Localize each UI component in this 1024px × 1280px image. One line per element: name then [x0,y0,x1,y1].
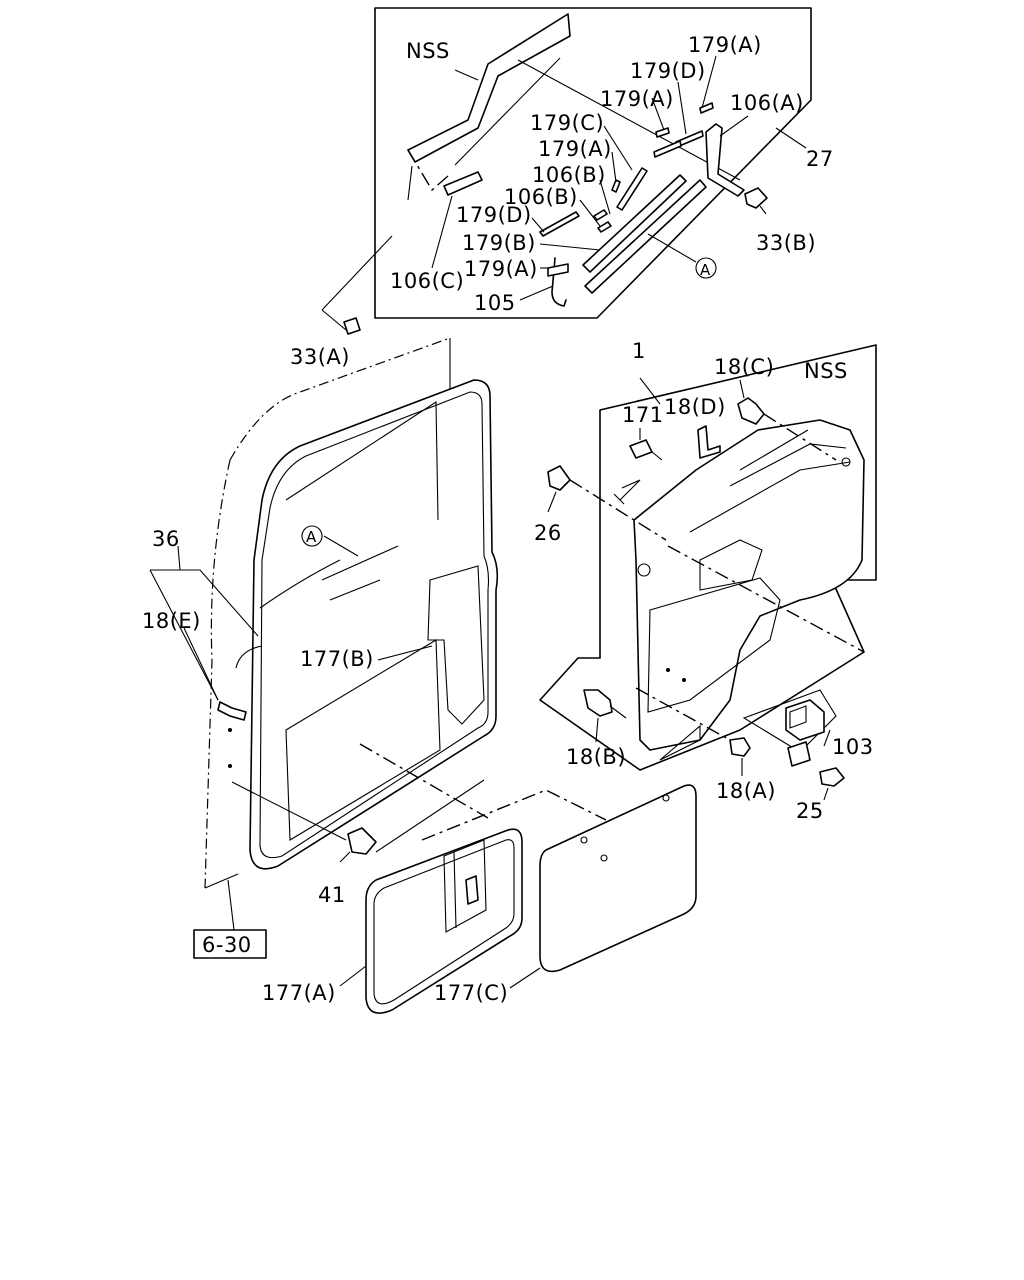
label-179d-2: 179(D) [456,203,532,227]
label-26: 26 [534,521,562,545]
screw-18b [583,689,613,717]
part-106c [443,171,483,196]
label-circle-a-left: A [306,528,317,546]
screw-18c [737,397,765,425]
callout-labels: NSS 179(A) 179(D) 179(A) 106(A) 179(C) 2… [142,33,874,1005]
label-25: 25 [796,799,824,823]
label-106b-1: 106(B) [532,163,606,187]
part-105 [551,257,567,307]
label-106c: 106(C) [390,269,464,293]
label-179b: 179(B) [462,231,536,255]
label-nss-top: NSS [406,39,450,63]
panel-177c [539,784,697,973]
label-177a: 177(A) [262,981,336,1005]
label-179a-3: 179(A) [538,137,612,161]
clip-33b [744,187,768,209]
label-41: 41 [318,883,346,907]
label-179a-1: 179(A) [688,33,762,57]
label-179a-2: 179(A) [600,87,674,111]
inset-box-27 [374,7,812,319]
part-171 [629,439,653,459]
door-trim-panel [633,419,865,751]
label-179a-4: 179(A) [464,257,538,281]
screw-18a [729,737,751,757]
door-seal-177b [249,379,499,870]
rail-a [584,179,707,294]
lower-panels [339,743,697,1014]
label-106a: 106(A) [730,91,804,115]
part-106a [705,123,745,197]
screw-25 [819,767,845,787]
label-18d: 18(D) [664,395,726,419]
label-18a: 18(A) [716,779,776,803]
reference-box [193,929,267,959]
window-seal-177a [365,828,523,1014]
label-171: 171 [622,403,664,427]
rail-179b [582,174,687,273]
label-179d-1: 179(D) [630,59,706,83]
switch-assembly [742,689,845,801]
label-105: 105 [474,291,516,315]
label-177b: 177(B) [300,647,374,671]
label-nss-right: NSS [804,359,848,383]
label-177c: 177(C) [434,981,508,1005]
label-1: 1 [632,339,646,363]
label-27: 27 [806,147,834,171]
bracket-18d [697,425,721,459]
door-shell [149,337,499,931]
label-circle-a-top: A [700,261,711,279]
label-18b: 18(B) [566,745,626,769]
label-33a: 33(A) [290,345,350,369]
inset-box-1 [539,344,877,776]
label-179c: 179(C) [530,111,604,135]
label-18c: 18(C) [714,355,774,379]
label-6-30: 6-30 [202,933,252,957]
bolt-18e [217,701,247,721]
clip-26 [547,465,571,491]
clip-41 [347,827,377,855]
label-36: 36 [152,527,180,551]
label-33b: 33(B) [756,231,816,255]
label-18e: 18(E) [142,609,201,633]
nss-top-moulding [407,13,571,163]
label-106b-2: 106(B) [504,185,578,209]
clip-33a [343,317,361,335]
label-103: 103 [832,735,874,759]
